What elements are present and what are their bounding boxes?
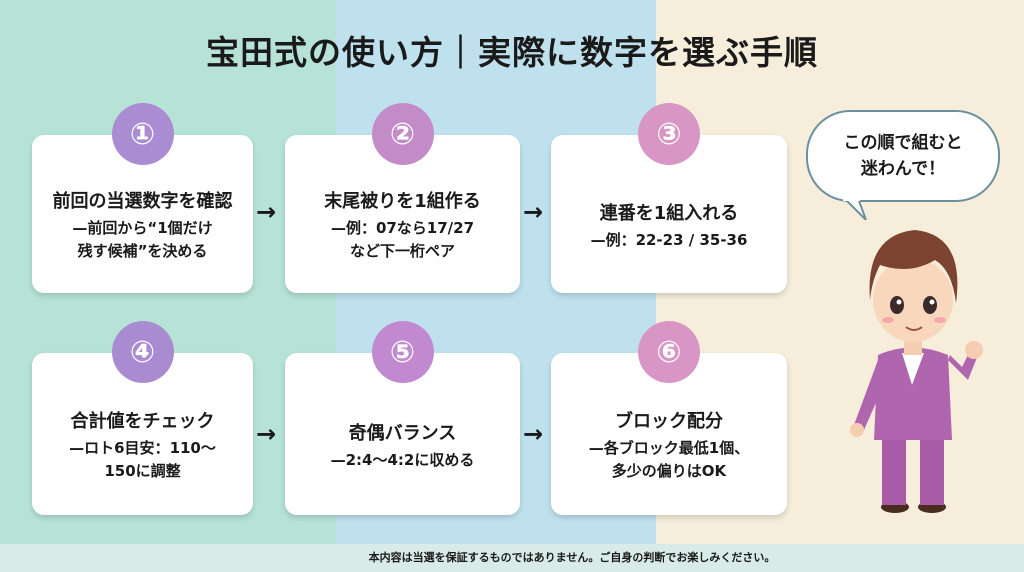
step-number-badge-1: ① (111, 103, 174, 165)
step-heading: 連番を1組入れる (599, 202, 739, 224)
arrow-5-6: → (523, 420, 544, 448)
step-heading: 奇偶バランス (348, 422, 457, 444)
step-description: —例：22-23 / 35-36 (590, 230, 748, 249)
step-description: —各ブロック最低1個、 多少の偏りはOK (588, 439, 750, 480)
step-card-6: ブロック配分 —各ブロック最低1個、 多少の偏りはOK (551, 353, 787, 515)
step-description: —ロト6目安：110〜 150に調整 (69, 439, 216, 480)
step-description: —2:4〜4:2に収める (330, 450, 475, 469)
speech-bubble: この順で組むと 迷わんで！ (806, 110, 1000, 202)
step-heading: 前回の当選数字を確認 (52, 191, 233, 212)
step-description: —前回から“1個だけ 残す候補”を決める (72, 219, 213, 260)
step-heading: 合計値をチェック (70, 411, 215, 432)
step-number-badge-5: ⑤ (371, 321, 434, 383)
page-title: 宝田式の使い方｜実際に数字を選ぶ手順 (206, 33, 818, 72)
disclaimer-footer: 本内容は当選を保証するものではありません。ご自身の判断でお楽しみください。 (0, 544, 1024, 572)
speech-bubble-tail (843, 198, 867, 220)
step-number-badge-3: ③ (638, 103, 700, 165)
step-description: —例：07なら17/27 など下一桁ペア (330, 219, 475, 260)
character-illustration (850, 230, 983, 513)
arrow-1-2: → (256, 198, 277, 226)
arrow-4-5: → (256, 420, 277, 448)
step-card-5: 奇偶バランス —2:4〜4:2に収める (285, 353, 520, 515)
step-number-badge-2: ② (371, 103, 434, 165)
step-number-badge-4: ④ (111, 321, 174, 383)
step-number-badge-6: ⑥ (638, 321, 700, 383)
arrow-2-3: → (523, 198, 544, 226)
step-heading: 末尾被りを1組作る (324, 191, 481, 212)
step-heading: ブロック配分 (615, 411, 723, 432)
